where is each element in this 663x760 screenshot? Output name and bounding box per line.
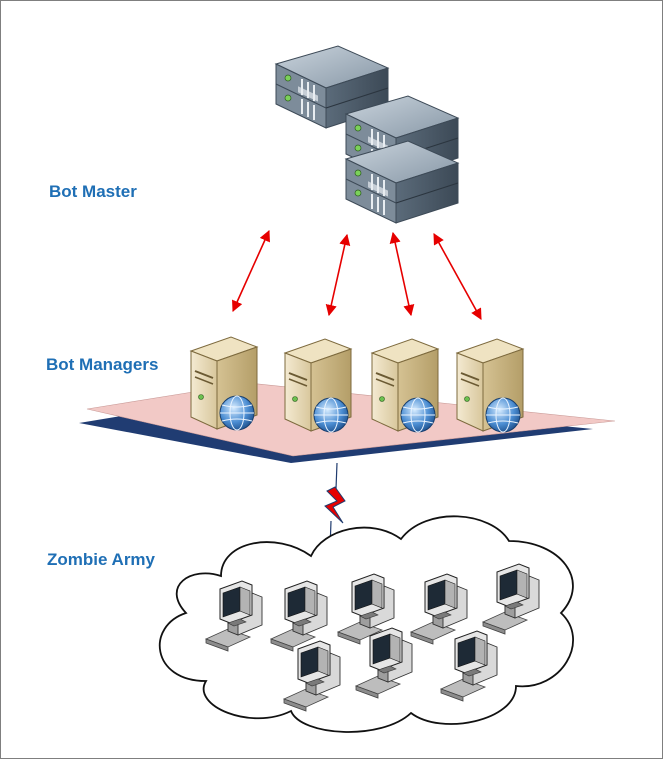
link-arrow — [433, 233, 482, 320]
tower-server-with-globe-icon — [284, 338, 352, 433]
tower-server-with-globe-icon — [371, 338, 439, 433]
master-manager-links — [232, 229, 482, 320]
link-arrow — [389, 231, 415, 317]
bot-master-servers — [275, 45, 459, 224]
link-arrow — [232, 229, 270, 313]
zombie-army-label: Zombie Army — [47, 550, 156, 569]
bot-managers-label: Bot Managers — [46, 355, 159, 374]
link-arrow — [325, 233, 351, 317]
bot-master-label: Bot Master — [49, 182, 137, 201]
tower-server-with-globe-icon — [456, 338, 524, 433]
tower-server-with-globe-icon — [190, 336, 258, 431]
